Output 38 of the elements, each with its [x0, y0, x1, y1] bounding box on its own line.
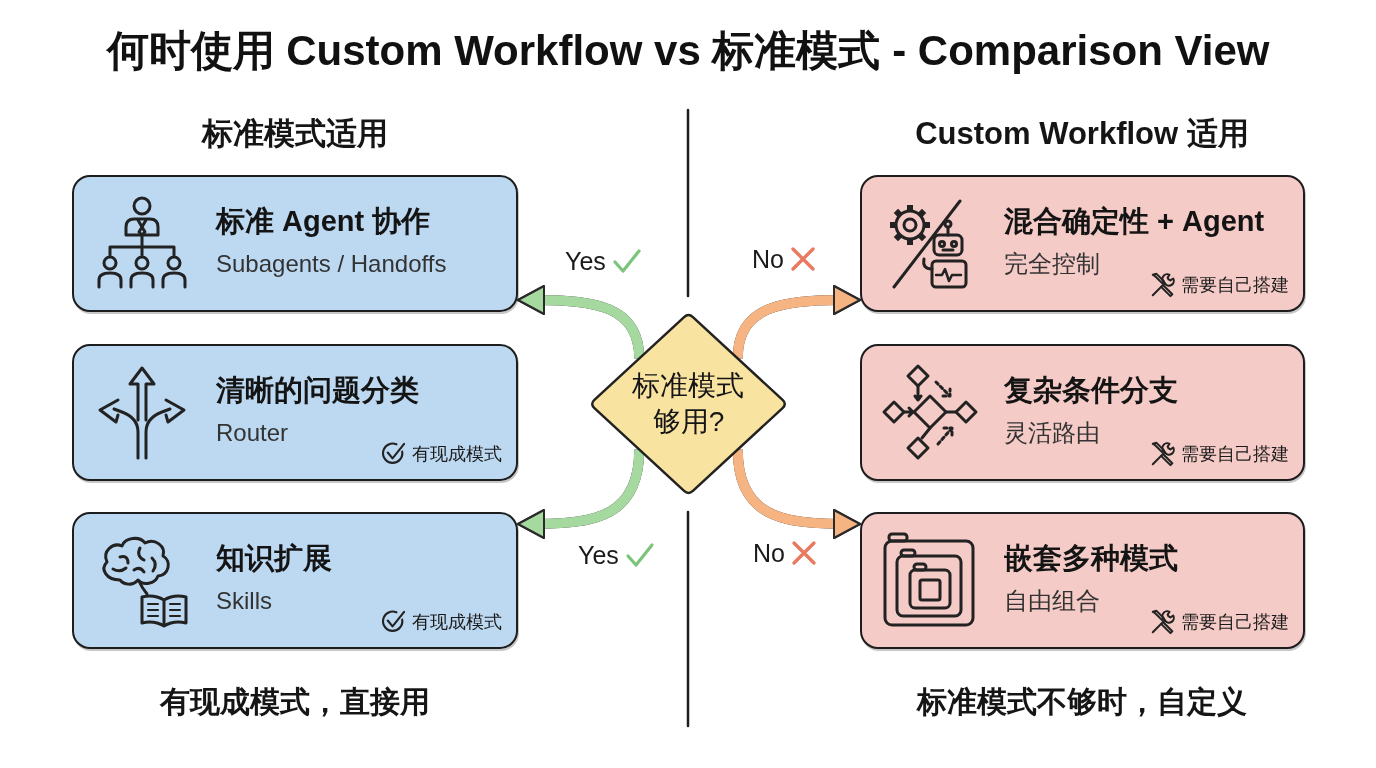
option-card: [860, 512, 1305, 649]
option-card: [860, 344, 1305, 481]
option-card: [72, 344, 518, 481]
card-title: 复杂条件分支: [1004, 373, 1178, 408]
status-note: 有现成模式: [412, 610, 502, 634]
curved-arrow: [732, 285, 861, 359]
edge-label: Yes: [578, 540, 619, 570]
curved-arrow: [732, 449, 861, 539]
decision-diamond: [590, 313, 787, 495]
decision-question: 标准模式够用?: [631, 369, 746, 439]
card-subtitle: Router: [216, 418, 289, 448]
card-subtitle: 自由组合: [1004, 586, 1100, 616]
column-summary: 有现成模式，直接用: [160, 684, 430, 720]
option-card: [72, 512, 518, 649]
column-heading: Custom Workflow 适用: [915, 115, 1249, 153]
status-note: 需要自己搭建: [1181, 443, 1289, 466]
column-summary: 标准模式不够时，自定义: [917, 684, 1247, 720]
column-heading: 标准模式适用: [202, 115, 388, 153]
edge-label: Yes: [565, 246, 606, 276]
card-title: 混合确定性 + Agent: [1004, 204, 1265, 239]
curved-arrow: [517, 285, 645, 359]
status-note: 有现成模式: [412, 442, 502, 466]
page-title: 何时使用 Custom Workflow vs 标准模式 - Comparison View: [106, 26, 1270, 76]
card-subtitle: 灵活路由: [1004, 418, 1100, 448]
card-subtitle: Skills: [216, 586, 272, 616]
card-subtitle: 完全控制: [1004, 249, 1100, 279]
option-card: [72, 175, 518, 312]
card-title: 清晰的问题分类: [216, 373, 419, 408]
card-subtitle: Subagents / Handoffs: [216, 249, 447, 279]
status-note: 需要自己搭建: [1181, 611, 1289, 634]
edge-label: No: [752, 244, 784, 274]
status-note: 需要自己搭建: [1181, 274, 1289, 297]
card-title: 嵌套多种模式: [1004, 541, 1178, 576]
card-title: 标准 Agent 协作: [216, 204, 431, 239]
edge-label: No: [753, 538, 785, 568]
curved-arrow: [517, 449, 645, 539]
option-card: [860, 175, 1305, 312]
card-title: 知识扩展: [216, 541, 332, 576]
